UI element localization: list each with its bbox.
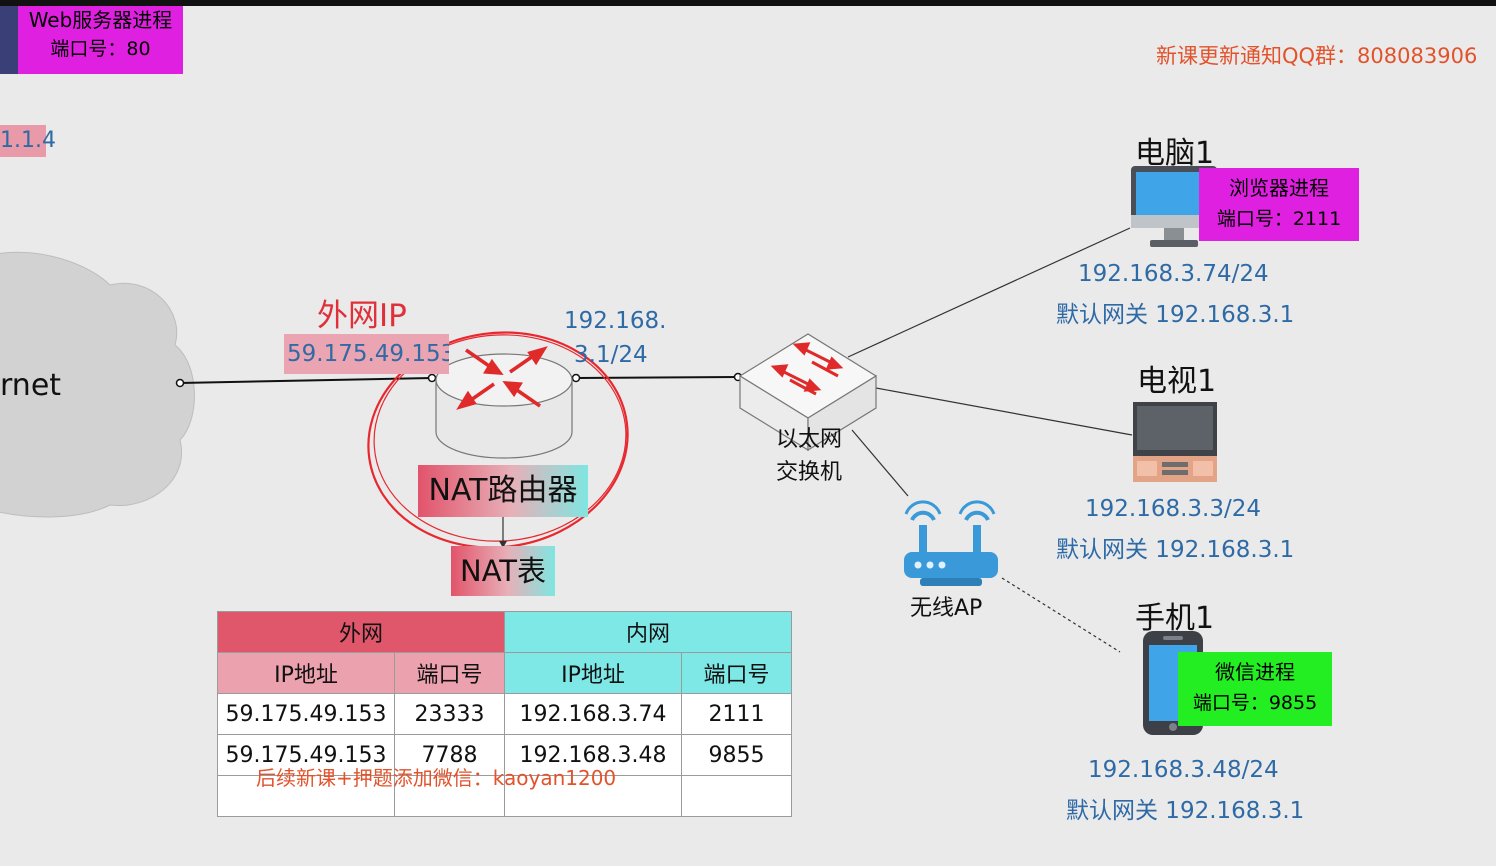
- switch-icon: [738, 333, 878, 452]
- nat-cell: 192.168.3.74: [504, 693, 682, 735]
- router-name: NAT路由器: [418, 465, 588, 517]
- pc-process: 浏览器进程: [1229, 176, 1329, 200]
- tv-gateway: 默认网关 192.168.3.1: [1056, 537, 1295, 563]
- nat-col-port-out: 端口号: [394, 652, 505, 694]
- nat-cell: 2111: [681, 693, 792, 735]
- nat-col-ip-in: IP地址: [504, 652, 682, 694]
- nat-cell: [394, 775, 505, 817]
- internet-cloud: [0, 251, 195, 518]
- nat-cell: [217, 775, 395, 817]
- web-server-process-tag: Web服务器进程 端口号：80: [18, 6, 183, 74]
- ap-icon: [904, 500, 998, 586]
- nat-cell: 7788: [394, 734, 505, 776]
- phone-process: 微信进程: [1215, 660, 1295, 684]
- web-server-panel: [0, 6, 18, 74]
- link-router-switch: [575, 376, 739, 379]
- internet-label: rnet: [0, 368, 62, 403]
- nat-group-in: 内网: [504, 611, 792, 653]
- nat-table-title: NAT表: [451, 546, 555, 596]
- switch-label-line2: 交换机: [775, 460, 842, 485]
- nat-table: 外网 内网 IP地址 端口号 IP地址 端口号 59.175.49.153 23…: [217, 611, 792, 817]
- pc-ip: 192.168.3.74/24: [1078, 261, 1269, 287]
- table-row: 59.175.49.153 23333 192.168.3.74 2111: [217, 693, 792, 735]
- link-switch-tv: [875, 387, 1133, 436]
- nat-cell: [504, 775, 682, 817]
- web-server-port: 端口号：80: [50, 38, 151, 60]
- pc-process-tag: 浏览器进程 端口号：2111: [1199, 168, 1359, 241]
- pc-title: 电脑1: [1135, 136, 1215, 171]
- nat-col-port-in: 端口号: [681, 652, 792, 694]
- pc-icon: [1131, 166, 1217, 247]
- web-server-ip: 1.1.4: [0, 125, 56, 157]
- phone-process-tag: 微信进程 端口号：9855: [1178, 652, 1332, 726]
- tv-title: 电视1: [1137, 364, 1217, 399]
- phone-port: 端口号：9855: [1192, 692, 1318, 714]
- wan-ip: 59.175.49.153: [284, 334, 449, 374]
- nat-cell: [681, 775, 792, 817]
- ap-label: 无线AP: [910, 596, 983, 621]
- phone-ip: 192.168.3.48/24: [1088, 757, 1279, 783]
- table-row: [217, 775, 792, 817]
- nat-cell: 59.175.49.153: [217, 693, 395, 735]
- tv-ip: 192.168.3.3/24: [1085, 496, 1262, 522]
- nat-group-out: 外网: [217, 611, 505, 653]
- nat-col-ip-out: IP地址: [217, 652, 395, 694]
- table-row: 59.175.49.153 7788 192.168.3.48 9855: [217, 734, 792, 776]
- web-server-title: Web服务器进程: [28, 8, 173, 32]
- switch-label: 以太网 交换机: [768, 423, 850, 489]
- nat-cell: 9855: [681, 734, 792, 776]
- watermark-text: 后续新课+押题添加微信：kaoyan1200: [256, 766, 617, 790]
- link-ap-phone: [1001, 577, 1121, 653]
- phone-gateway: 默认网关 192.168.3.1: [1066, 798, 1305, 824]
- phone-title: 手机1: [1135, 601, 1215, 636]
- link-internet-router: [179, 377, 433, 384]
- link-switch-pc: [847, 227, 1131, 358]
- pc-gateway: 默认网关 192.168.3.1: [1056, 302, 1295, 328]
- lan-ip-line1: 192.168.: [564, 308, 667, 334]
- tv-icon: [1133, 402, 1217, 482]
- router-icon: [435, 346, 573, 459]
- top-bar: [0, 0, 1496, 6]
- switch-label-line1: 以太网: [775, 427, 842, 452]
- annotation-circle: [367, 331, 629, 549]
- lan-ip-line2: 3.1/24: [574, 342, 648, 368]
- nat-cell: 23333: [394, 693, 505, 735]
- wan-ip-title: 外网IP: [317, 298, 407, 334]
- pc-port: 端口号：2111: [1216, 208, 1342, 230]
- link-switch-ap: [851, 429, 909, 497]
- notice-text: 新课更新通知QQ群：808083906: [1156, 44, 1478, 68]
